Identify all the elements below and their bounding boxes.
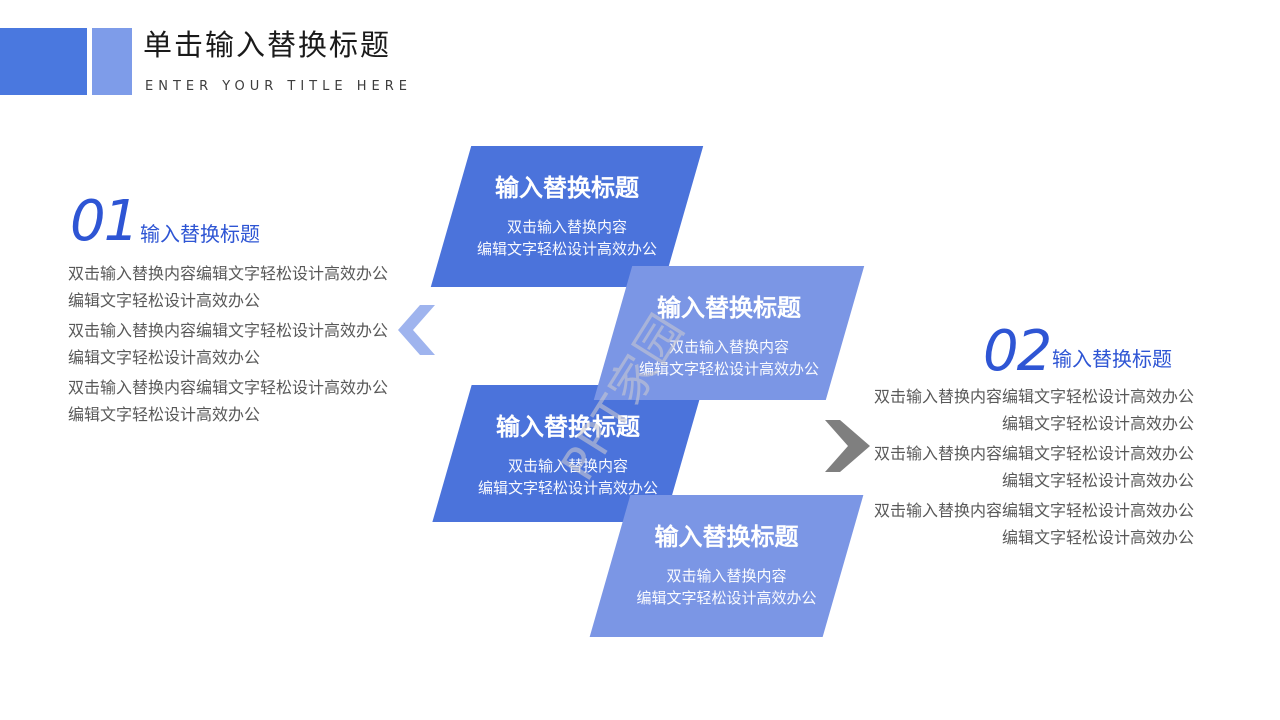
card-2[interactable]: 输入替换标题 双击输入替换内容 编辑文字轻松设计高效办公 <box>593 266 865 400</box>
section-number-01: 01 <box>70 189 139 254</box>
card-line: 双击输入替换内容 <box>668 337 789 356</box>
paragraph-line: 双击输入替换内容编辑文字轻松设计高效办公 <box>68 378 389 397</box>
paragraph-line: 编辑文字轻松设计高效办公 <box>68 405 261 424</box>
section-number-02: 02 <box>983 319 1052 384</box>
card-title: 输入替换标题 <box>657 294 801 322</box>
section-title-left[interactable]: 输入替换标题 <box>140 222 260 246</box>
paragraph[interactable]: 双击输入替换内容编辑文字轻松设计高效办公编辑文字轻松设计高效办公 <box>68 374 398 428</box>
paragraph-line: 双击输入替换内容编辑文字轻松设计高效办公 <box>873 501 1194 520</box>
paragraph-line: 编辑文字轻松设计高效办公 <box>1001 528 1194 547</box>
paragraph[interactable]: 双击输入替换内容编辑文字轻松设计高效办公编辑文字轻松设计高效办公 <box>68 260 398 314</box>
paragraph-line: 双击输入替换内容编辑文字轻松设计高效办公 <box>68 321 389 340</box>
header-accent-square-dark <box>0 28 87 95</box>
right-paragraphs[interactable]: 双击输入替换内容编辑文字轻松设计高效办公编辑文字轻松设计高效办公 双击输入替换内… <box>860 383 1194 554</box>
paragraph-line: 双击输入替换内容编辑文字轻松设计高效办公 <box>873 387 1194 406</box>
paragraph-line: 编辑文字轻松设计高效办公 <box>68 348 261 367</box>
card-title: 输入替换标题 <box>654 523 799 551</box>
page-subtitle: ENTER YOUR TITLE HERE <box>145 79 412 94</box>
chevron-left-icon <box>398 305 435 355</box>
paragraph-line: 编辑文字轻松设计高效办公 <box>1001 471 1194 490</box>
paragraph[interactable]: 双击输入替换内容编辑文字轻松设计高效办公编辑文字轻松设计高效办公 <box>860 497 1194 551</box>
section-title-right[interactable]: 输入替换标题 <box>1052 347 1172 371</box>
paragraph[interactable]: 双击输入替换内容编辑文字轻松设计高效办公编辑文字轻松设计高效办公 <box>68 317 398 371</box>
paragraph-line: 编辑文字轻松设计高效办公 <box>1001 414 1194 433</box>
card-title: 输入替换标题 <box>496 413 640 441</box>
paragraph-line: 双击输入替换内容编辑文字轻松设计高效办公 <box>873 444 1194 463</box>
header-accent-square-light <box>92 28 132 95</box>
card-line: 编辑文字轻松设计高效办公 <box>476 239 657 258</box>
card-line: 编辑文字轻松设计高效办公 <box>636 588 817 607</box>
paragraph[interactable]: 双击输入替换内容编辑文字轻松设计高效办公编辑文字轻松设计高效办公 <box>860 383 1194 437</box>
page-title[interactable]: 单击输入替换标题 <box>143 28 392 62</box>
paragraph-line: 编辑文字轻松设计高效办公 <box>68 291 261 310</box>
card-line: 双击输入替换内容 <box>507 456 628 475</box>
card-line: 双击输入替换内容 <box>506 217 627 236</box>
paragraph[interactable]: 双击输入替换内容编辑文字轻松设计高效办公编辑文字轻松设计高效办公 <box>860 440 1194 494</box>
card-line: 双击输入替换内容 <box>666 566 787 585</box>
card-title: 输入替换标题 <box>495 174 639 202</box>
left-paragraphs[interactable]: 双击输入替换内容编辑文字轻松设计高效办公编辑文字轻松设计高效办公 双击输入替换内… <box>68 260 398 431</box>
card-line: 编辑文字轻松设计高效办公 <box>638 359 819 378</box>
paragraph-line: 双击输入替换内容编辑文字轻松设计高效办公 <box>68 264 389 283</box>
card-4[interactable]: 输入替换标题 双击输入替换内容 编辑文字轻松设计高效办公 <box>589 495 864 637</box>
